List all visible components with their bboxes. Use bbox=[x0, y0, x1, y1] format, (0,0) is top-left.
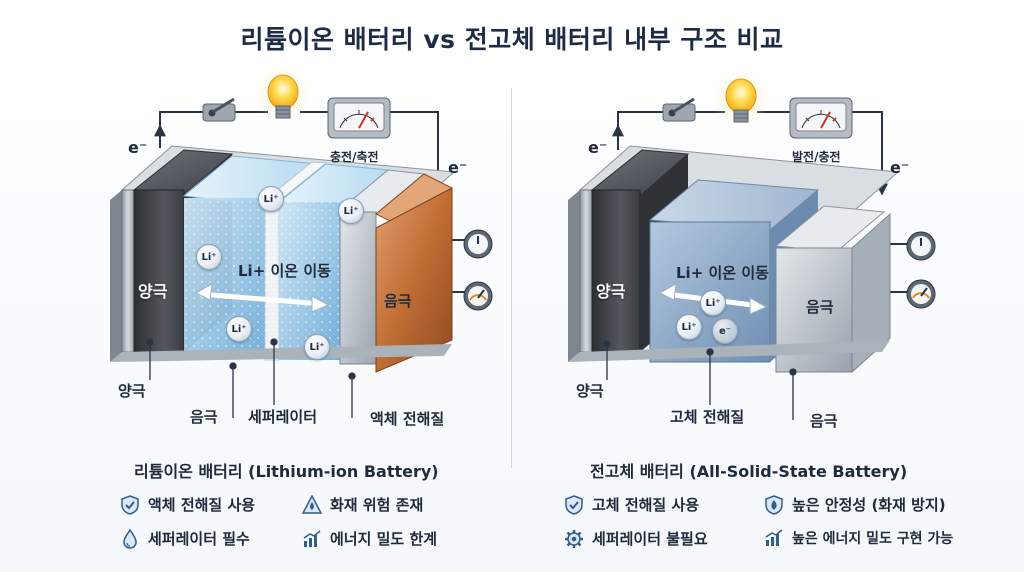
gear-icon bbox=[565, 529, 583, 548]
left-switch-icon bbox=[202, 97, 236, 122]
right-electron-particle: e⁻ bbox=[712, 318, 738, 344]
right-anode-face-label: 음극 bbox=[806, 298, 834, 316]
left-feature-1-label: 액체 전해질 사용 bbox=[148, 496, 256, 514]
right-feature-4: 높은 에너지 밀도 구현 가능 bbox=[764, 528, 953, 548]
left-feature-1: 액체 전해질 사용 bbox=[120, 494, 255, 515]
left-feature-3-label: 세퍼레이터 필수 bbox=[148, 530, 250, 548]
right-flow-label: Li+ 이온 이동 bbox=[676, 264, 769, 282]
left-meter-icon bbox=[327, 97, 391, 139]
left-feature-2: 화재 위험 존재 bbox=[302, 494, 423, 515]
right-meter-icon bbox=[789, 97, 853, 139]
shield-check-icon bbox=[565, 494, 583, 515]
bar-chart-icon bbox=[765, 529, 783, 546]
left-ion-1: Li⁺ bbox=[258, 186, 284, 212]
left-callout-lines bbox=[146, 338, 356, 418]
right-caption: 전고체 배터리 (All-Solid-State Battery) bbox=[590, 462, 908, 481]
left-gauge-icons bbox=[463, 229, 493, 311]
right-callout-lines bbox=[603, 340, 797, 420]
right-switch-icon bbox=[662, 97, 696, 122]
right-callout-cathode: 양극 bbox=[576, 382, 604, 400]
bar-chart-icon bbox=[303, 529, 321, 547]
left-callout-electrolyte: 액체 전해질 bbox=[370, 410, 445, 428]
droplet-icon bbox=[123, 528, 137, 549]
right-feature-4-label: 높은 에너지 밀도 구현 가능 bbox=[792, 531, 954, 547]
left-feature-2-label: 화재 위험 존재 bbox=[330, 496, 424, 514]
right-electron-label-in: e⁻ bbox=[588, 138, 608, 157]
right-gauge-icons bbox=[906, 231, 936, 309]
right-cathode-face-label: 양극 bbox=[596, 282, 626, 301]
right-ion-1: Li⁺ bbox=[700, 290, 726, 316]
left-ion-4: Li⁺ bbox=[226, 316, 252, 342]
right-ion-2: Li⁺ bbox=[676, 314, 702, 340]
left-meter-label: 충전/축전 bbox=[330, 150, 379, 164]
right-callout-electrolyte: 고체 전해질 bbox=[670, 408, 745, 426]
left-feature-4-label: 에너지 밀도 한계 bbox=[330, 530, 438, 548]
fire-warning-icon bbox=[302, 494, 322, 514]
left-ion-3: Li⁺ bbox=[196, 244, 222, 270]
fire-shield-icon bbox=[765, 494, 783, 515]
right-feature-3-label: 세퍼레이터 불필요 bbox=[592, 530, 708, 548]
left-ion-5: Li⁺ bbox=[304, 334, 330, 360]
left-caption: 리튬이온 배터리 (Lithium-ion Battery) bbox=[134, 462, 439, 481]
left-electron-label-out: e⁻ bbox=[448, 158, 468, 177]
left-feature-4: 에너지 밀도 한계 bbox=[302, 528, 437, 549]
right-meter-label: 발전/충전 bbox=[792, 150, 841, 164]
left-callout-cathode: 양극 bbox=[118, 382, 146, 400]
left-ion-2: Li⁺ bbox=[338, 198, 364, 224]
right-callout-anode: 음극 bbox=[810, 412, 838, 430]
left-cathode-face-label: 양극 bbox=[138, 282, 168, 301]
right-feature-2: 높은 안정성 (화재 방지) bbox=[764, 494, 946, 515]
right-electron-label-out: e⁻ bbox=[890, 158, 910, 177]
panel-divider bbox=[511, 88, 512, 468]
left-electron-label-in: e⁻ bbox=[128, 138, 148, 157]
left-battery bbox=[110, 145, 456, 373]
left-callout-separator: 세퍼레이터 bbox=[248, 408, 318, 426]
left-flow-label: Li+ 이온 이동 bbox=[238, 262, 331, 280]
right-feature-3: 세퍼레이터 불필요 bbox=[564, 528, 708, 549]
left-lightbulb-icon bbox=[255, 66, 311, 122]
shield-check-icon bbox=[121, 494, 139, 515]
figure-title: 리튬이온 배터리 vs 전고체 배터리 내부 구조 비교 bbox=[240, 25, 784, 54]
left-anode-face-label: 음극 bbox=[384, 292, 412, 310]
right-battery bbox=[568, 145, 900, 374]
right-feature-2-label: 높은 안정성 (화재 방지) bbox=[792, 496, 946, 514]
right-feature-1: 고체 전해질 사용 bbox=[564, 494, 699, 515]
left-callout-anode: 음극 bbox=[190, 408, 218, 426]
right-feature-1-label: 고체 전해질 사용 bbox=[592, 496, 700, 514]
left-feature-3: 세퍼레이터 필수 bbox=[120, 528, 250, 549]
right-lightbulb-icon bbox=[713, 70, 769, 126]
